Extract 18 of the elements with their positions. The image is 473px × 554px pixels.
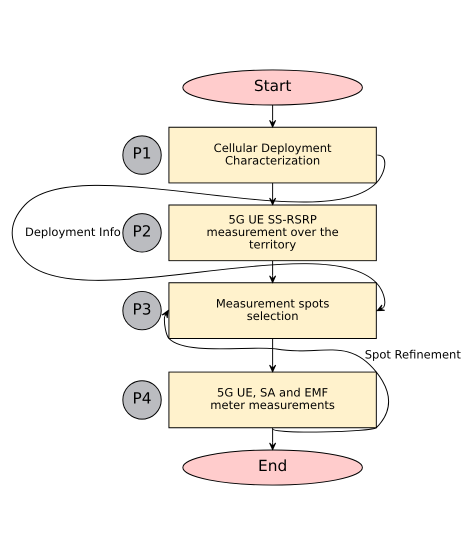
node-circle: P3 <box>122 290 162 330</box>
arrow <box>162 310 390 432</box>
arrow <box>269 427 276 450</box>
node-ellipse: Start <box>182 68 363 106</box>
node-circle: P1 <box>122 134 162 174</box>
edge-label: Spot Refinement <box>364 346 461 361</box>
arrow <box>269 338 276 372</box>
node-ellipse: End <box>182 449 363 486</box>
node-box: 5G UE SS-RSRP measurement over the territory <box>168 204 377 261</box>
arrow <box>269 104 276 128</box>
arrow <box>269 260 276 283</box>
node-box: 5G UE, SA and EMF meter measurements <box>168 371 377 428</box>
node-box: Cellular Deployment Characterization <box>168 126 377 183</box>
arrow <box>12 154 386 311</box>
node-box: Measurement spots selection <box>168 282 377 338</box>
node-circle: P4 <box>122 380 162 420</box>
node-circle: P2 <box>122 212 162 252</box>
edge-label: Deployment Info <box>24 224 121 238</box>
